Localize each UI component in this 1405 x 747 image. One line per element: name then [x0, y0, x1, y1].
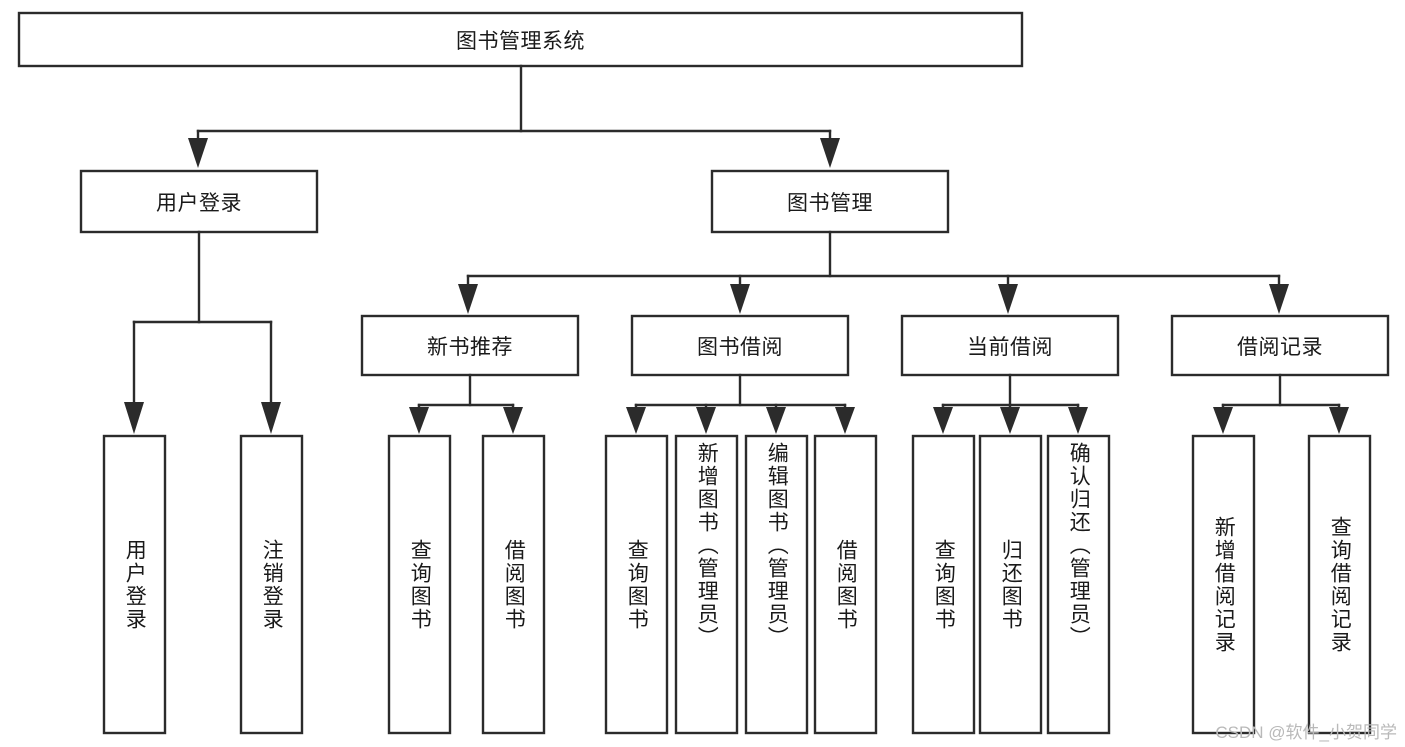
- node-leaf-add-record-box[interactable]: [1191, 434, 1256, 735]
- node-leaf-user-login-box[interactable]: [102, 434, 167, 735]
- node-leaf-borrow-book-1-box[interactable]: [481, 434, 546, 735]
- node-leaf-borrow-book-2-box[interactable]: [813, 434, 878, 735]
- arrow-head-icon-user-login-1: [124, 402, 144, 434]
- arrow-head-icon-book-borrow-3: [766, 407, 786, 434]
- node-leaf-return-book-box[interactable]: [978, 434, 1043, 735]
- arrow-head-icon-current-borrow-3: [1068, 407, 1088, 434]
- arrow-head-icon-book-borrow-2: [696, 407, 716, 434]
- arrow-head-icon-current-borrow-2: [1000, 407, 1020, 434]
- arrow-head-icon-new-book-2: [503, 407, 523, 434]
- node-book-manage-box[interactable]: [710, 169, 950, 234]
- node-leaf-query-record-box[interactable]: [1307, 434, 1372, 735]
- arrow-head-icon-current-borrow-1: [933, 407, 953, 434]
- node-current-borrow-box[interactable]: [900, 314, 1120, 377]
- arrow-head-icon-user-login-2: [261, 402, 281, 434]
- node-leaf-edit-book-box[interactable]: [744, 434, 809, 735]
- arrow-head-icon-new-book-1: [409, 407, 429, 434]
- arrow-head-icon-level3-4: [1269, 284, 1289, 314]
- node-leaf-add-book-box[interactable]: [674, 434, 739, 735]
- arrow-head-icon-level2-2: [820, 138, 840, 168]
- arrow-head-icon-level2-1: [188, 138, 208, 168]
- arrow-head-icon-level3-3: [998, 284, 1018, 314]
- node-new-book-recommend-box[interactable]: [360, 314, 580, 377]
- arrow-head-icon-level3-1: [458, 284, 478, 314]
- arrow-head-icon-borrow-record-1: [1213, 407, 1233, 434]
- node-leaf-logout-box[interactable]: [239, 434, 304, 735]
- node-borrow-record-box[interactable]: [1170, 314, 1390, 377]
- watermark-label: CSDN @软件_小贺同学: [1215, 723, 1397, 742]
- node-leaf-query-book-1-box[interactable]: [387, 434, 452, 735]
- node-leaf-query-book-2-box[interactable]: [604, 434, 669, 735]
- node-book-borrow-box[interactable]: [630, 314, 850, 377]
- arrow-head-icon-level3-2: [730, 284, 750, 314]
- node-leaf-query-book-3-box[interactable]: [911, 434, 976, 735]
- node-root-box[interactable]: [17, 11, 1024, 68]
- arrow-head-icon-book-borrow-4: [835, 407, 855, 434]
- arrow-head-icon-borrow-record-2: [1329, 407, 1349, 434]
- node-user-login-box[interactable]: [79, 169, 319, 234]
- arrow-head-icon-book-borrow-1: [626, 407, 646, 434]
- node-leaf-confirm-return-box[interactable]: [1046, 434, 1111, 735]
